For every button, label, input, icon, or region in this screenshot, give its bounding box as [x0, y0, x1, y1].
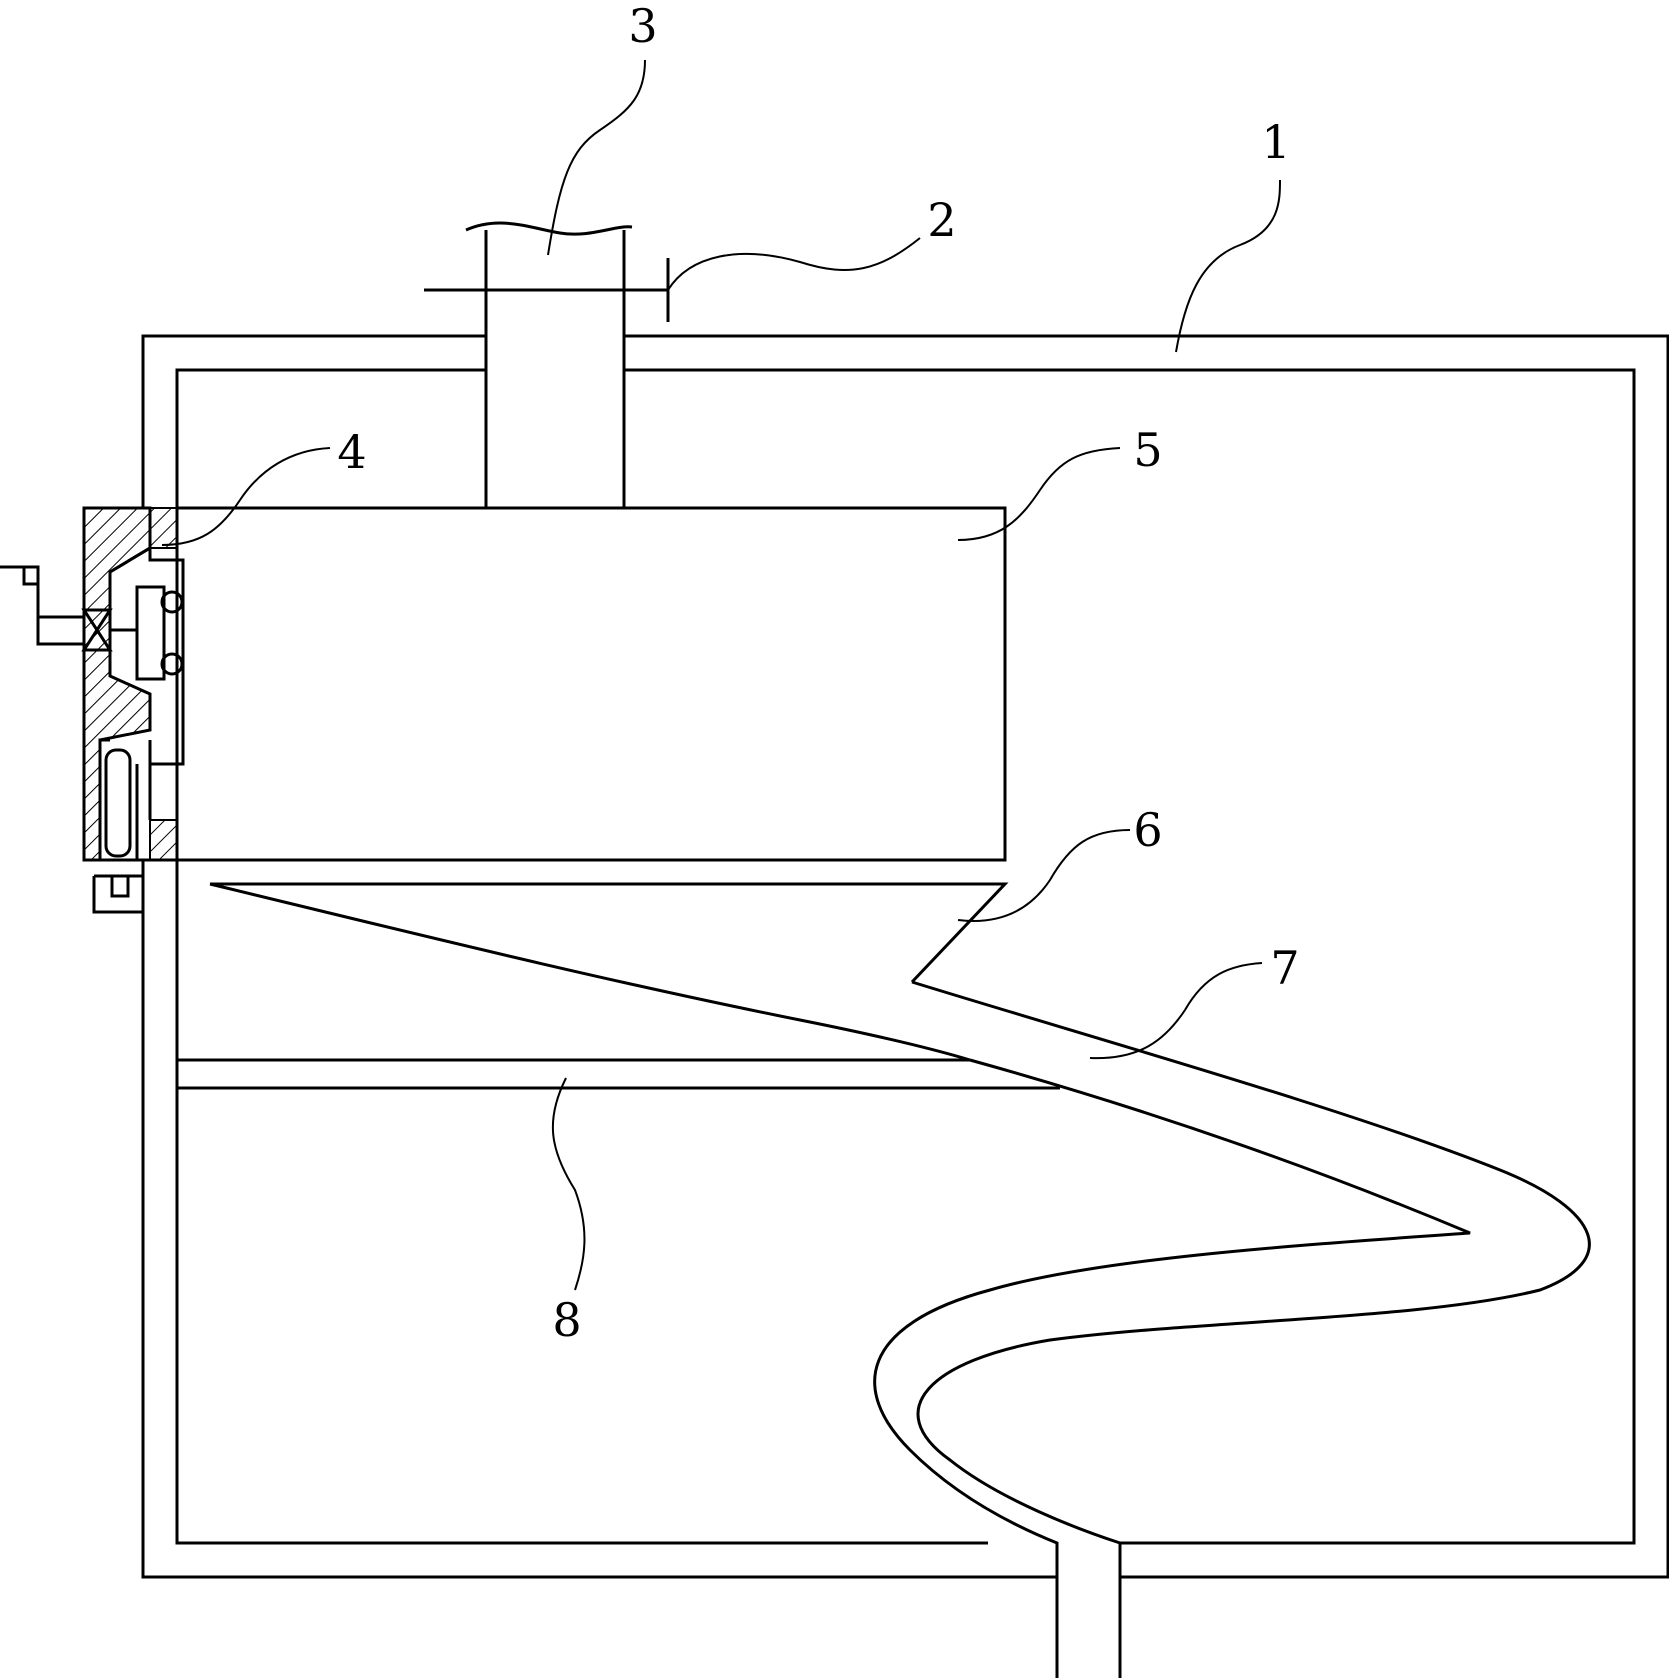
label-3: 3	[628, 0, 657, 53]
shelf	[177, 1058, 1060, 1090]
discharge-pipe	[873, 980, 1591, 1678]
chute	[209, 882, 1009, 1062]
reference-labels: 1 2 3 4 5 6 7 8	[337, 0, 1299, 1347]
label-5: 5	[1133, 423, 1162, 477]
leader-lines	[161, 59, 1281, 1291]
top-pipe	[465, 221, 633, 508]
valve-rod	[424, 258, 670, 322]
label-2: 2	[927, 193, 956, 247]
drum	[175, 506, 1007, 862]
label-6: 6	[1133, 803, 1162, 857]
label-4: 4	[337, 425, 366, 479]
label-7: 7	[1270, 941, 1299, 995]
label-1: 1	[1261, 115, 1290, 169]
label-8: 8	[552, 1293, 581, 1347]
side-mechanism	[0, 506, 185, 914]
housing	[141, 334, 1669, 1579]
